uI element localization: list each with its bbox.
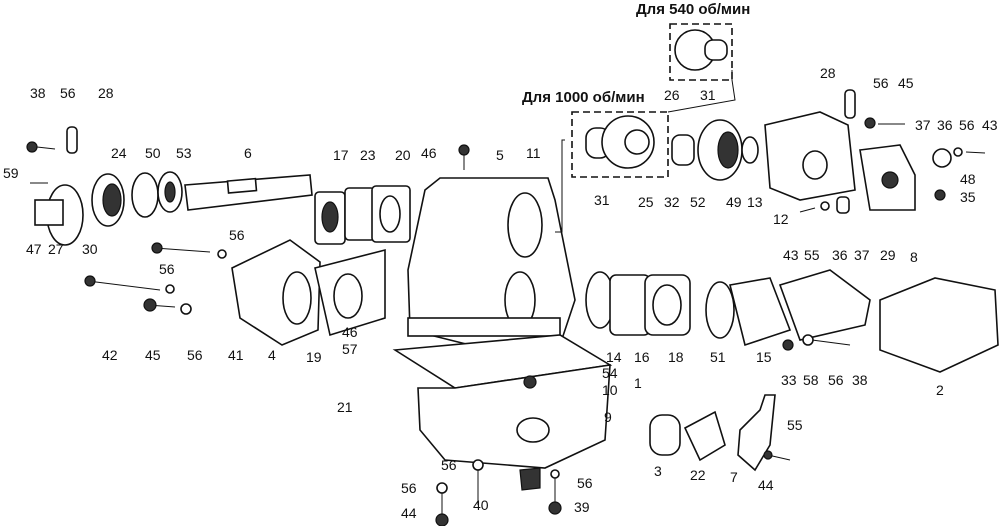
part-callout-41: 41	[228, 347, 244, 363]
part-callout-46: 46	[421, 145, 437, 161]
part-callout-18: 18	[668, 349, 684, 365]
pump-housing	[231, 239, 386, 346]
part-callout-47: 47	[26, 241, 42, 257]
part-callout-5: 5	[496, 147, 504, 163]
part-callout-43: 43	[783, 247, 799, 263]
part-callout-21: 21	[337, 399, 353, 415]
part-callout-57: 57	[342, 341, 358, 357]
part-callout-33: 33	[781, 372, 797, 388]
part-callout-4: 4	[268, 347, 276, 363]
part-callout-52: 52	[690, 194, 706, 210]
part-callout-31: 31	[594, 192, 610, 208]
part-callout-11: 11	[526, 145, 541, 161]
part-callout-6: 6	[244, 145, 252, 161]
part-callout-20: 20	[395, 147, 411, 163]
part-callout-17: 17	[333, 147, 349, 163]
bolts-left	[26, 126, 470, 315]
part-callout-22: 22	[690, 467, 706, 483]
part-callout-37: 37	[915, 117, 931, 133]
oil-pan	[392, 334, 613, 469]
part-callout-54: 54	[602, 365, 618, 381]
part-callout-56: 56	[187, 347, 203, 363]
part-callout-36: 36	[832, 247, 848, 263]
part-callout-35: 35	[960, 189, 976, 205]
part-callout-38: 38	[30, 85, 46, 101]
part-callout-16: 16	[634, 349, 650, 365]
part-callout-45: 45	[898, 75, 914, 91]
part-callout-46: 46	[342, 324, 358, 340]
part-callout-59: 59	[3, 165, 19, 181]
part-callout-3: 3	[654, 463, 662, 479]
part-callout-48: 48	[960, 171, 976, 187]
part-callout-28: 28	[820, 65, 836, 81]
right-bearing-cover	[671, 89, 986, 214]
part-callout-44: 44	[401, 505, 417, 521]
part-callout-25: 25	[638, 194, 654, 210]
part-callout-55: 55	[804, 247, 820, 263]
part-callout-2: 2	[936, 382, 944, 398]
part-callout-15: 15	[756, 349, 772, 365]
part-callout-51: 51	[710, 349, 726, 365]
part-callout-56: 56	[828, 372, 844, 388]
part-callout-8: 8	[910, 249, 918, 265]
main-housing	[407, 177, 576, 346]
part-callout-28: 28	[98, 85, 114, 101]
gear-insets	[555, 23, 736, 233]
part-callout-50: 50	[145, 145, 161, 161]
part-callout-39: 39	[574, 499, 590, 515]
part-callout-56: 56	[159, 261, 175, 277]
part-callout-44: 44	[758, 477, 774, 493]
part-callout-45: 45	[145, 347, 161, 363]
part-callout-26: 26	[664, 87, 680, 103]
part-callout-23: 23	[360, 147, 376, 163]
part-callout-31: 31	[700, 87, 716, 103]
part-callout-43: 43	[982, 117, 998, 133]
part-callout-36: 36	[937, 117, 953, 133]
part-callout-7: 7	[730, 469, 738, 485]
part-callout-53: 53	[176, 145, 192, 161]
part-callout-24: 24	[111, 145, 127, 161]
part-callout-58: 58	[803, 372, 819, 388]
part-callout-56: 56	[229, 227, 245, 243]
part-callout-37: 37	[854, 247, 870, 263]
part-callout-56: 56	[441, 457, 457, 473]
gasket-set-left	[314, 185, 411, 245]
part-callout-14: 14	[606, 349, 622, 365]
part-callout-56: 56	[577, 475, 593, 491]
part-callout-30: 30	[82, 241, 98, 257]
part-callout-29: 29	[880, 247, 896, 263]
caption-1000-rpm: Для 1000 об/мин	[522, 89, 645, 106]
part-callout-1: 1	[634, 375, 642, 391]
left-flange-assembly	[34, 171, 313, 246]
part-callout-55: 55	[787, 417, 803, 433]
bottom-fasteners	[435, 459, 562, 526]
part-callout-40: 40	[473, 497, 489, 513]
part-callout-56: 56	[60, 85, 76, 101]
caption-540-rpm: Для 540 об/мин	[636, 1, 751, 18]
part-callout-9: 9	[604, 409, 612, 425]
part-callout-49: 49	[726, 194, 742, 210]
part-callout-56: 56	[401, 480, 417, 496]
part-callout-56: 56	[873, 75, 889, 91]
right-gaskets	[585, 269, 999, 373]
part-callout-38: 38	[852, 372, 868, 388]
part-callout-42: 42	[102, 347, 118, 363]
part-callout-13: 13	[747, 194, 763, 210]
part-callout-56: 56	[959, 117, 975, 133]
part-callout-12: 12	[773, 211, 789, 227]
part-callout-10: 10	[602, 382, 618, 398]
part-callout-27: 27	[48, 241, 64, 257]
filter-and-pipe	[649, 394, 791, 472]
part-callout-32: 32	[664, 194, 680, 210]
part-callout-19: 19	[306, 349, 322, 365]
